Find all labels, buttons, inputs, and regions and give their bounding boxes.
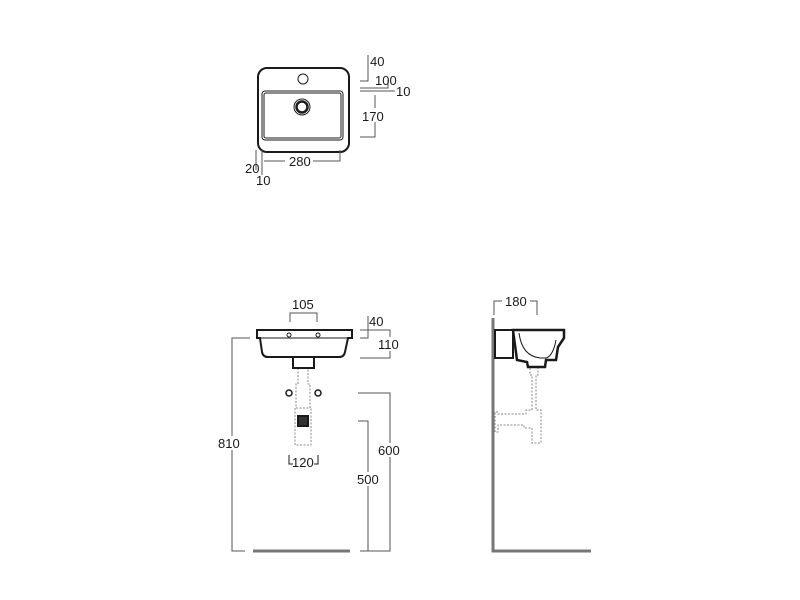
dim-100: 100 (375, 73, 397, 88)
dim-120: 120 (292, 455, 314, 470)
dim-280: 280 (289, 154, 311, 169)
front-view: 105 40 110 810 600 500 120 (217, 297, 403, 553)
wall-bolt-icon (285, 389, 293, 397)
drain-icon (293, 98, 311, 116)
top-view: 40 100 10 170 280 20 10 (245, 54, 410, 188)
tap-hole-icon (297, 73, 309, 85)
waste-outlet (292, 356, 315, 369)
side-view: 180 (491, 294, 591, 553)
bowl-outline (261, 90, 344, 141)
dim-105: 105 (292, 297, 314, 312)
dim-40-front: 40 (369, 314, 383, 329)
dim-10: 10 (396, 84, 410, 99)
dim-500: 500 (357, 472, 379, 487)
dim-180: 180 (505, 294, 527, 309)
dim-110: 110 (378, 337, 399, 352)
wall-bolt-icon (314, 389, 322, 397)
dim-600: 600 (378, 443, 400, 458)
dim-40: 40 (370, 54, 384, 69)
basin-side (511, 328, 566, 369)
dim-810: 810 (218, 436, 240, 451)
wall-and-floor (491, 318, 591, 553)
dim-10b: 10 (256, 173, 270, 188)
wall-bracket (494, 329, 514, 359)
wall-waste-icon (297, 415, 309, 427)
dim-170: 170 (362, 109, 384, 124)
dim-20: 20 (245, 161, 259, 176)
basin-front (256, 329, 353, 358)
